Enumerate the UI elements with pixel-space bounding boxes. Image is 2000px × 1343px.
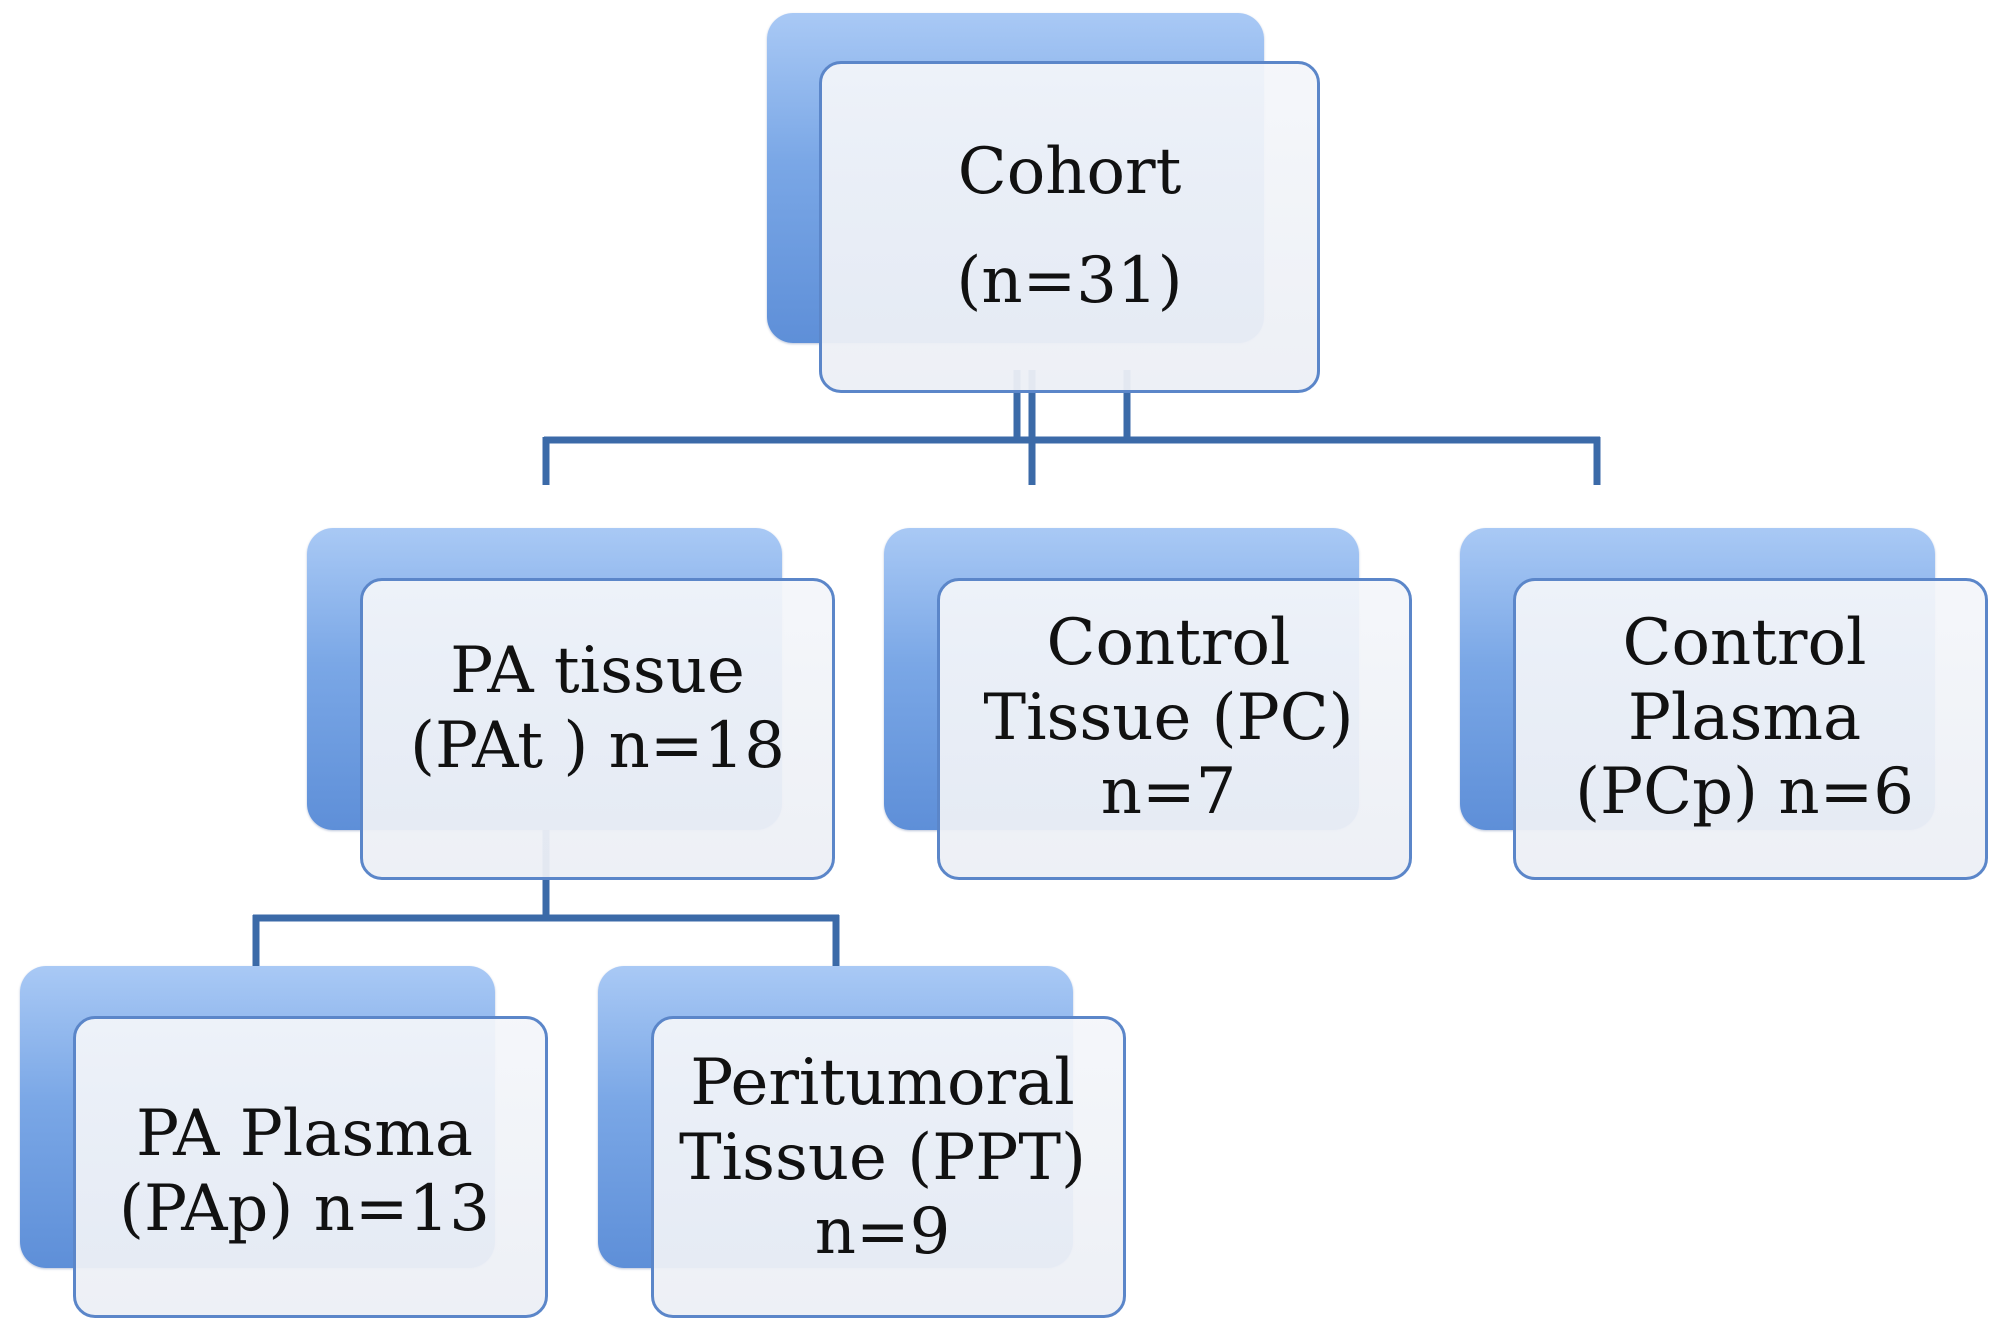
node-control-plasma: Control Plasma (PCp) n=6	[1460, 528, 1988, 880]
control-tissue-line2: Tissue (PC)	[983, 680, 1354, 755]
pa-plasma-line1: PA Plasma	[135, 1097, 474, 1172]
pa-tissue-line2: (PAt ) n=18	[410, 709, 785, 783]
node-pa-tissue-box: PA tissue (PAt ) n=18	[360, 578, 835, 880]
node-cohort-box: Cohort (n=31)	[819, 61, 1320, 393]
control-tissue-line3: n=7	[1100, 755, 1237, 830]
pa-tissue-line1: PA tissue	[450, 634, 745, 709]
node-pa-tissue: PA tissue (PAt ) n=18	[307, 528, 835, 880]
node-pa-plasma-box: PA Plasma (PAp) n=13	[73, 1016, 548, 1318]
peritumoral-line3: n=9	[814, 1195, 951, 1270]
cohort-label: Cohort	[957, 135, 1182, 210]
node-peritumoral-tissue: Peritumoral Tissue (PPT) n=9	[598, 966, 1126, 1318]
node-control-tissue-box: Control Tissue (PC) n=7	[937, 578, 1412, 880]
control-plasma-line3: (PCp) n=6	[1575, 755, 1914, 830]
pa-plasma-line2: (PAp) n=13	[119, 1172, 490, 1246]
node-cohort: Cohort (n=31)	[767, 13, 1320, 393]
control-plasma-line1: Control	[1622, 605, 1867, 680]
peritumoral-line2: Tissue (PPT)	[678, 1120, 1087, 1195]
node-pa-plasma: PA Plasma (PAp) n=13	[20, 966, 548, 1318]
control-tissue-line1: Control	[1046, 605, 1291, 680]
node-peritumoral-tissue-box: Peritumoral Tissue (PPT) n=9	[651, 1016, 1126, 1318]
node-control-tissue: Control Tissue (PC) n=7	[884, 528, 1412, 880]
cohort-count: (n=31)	[956, 244, 1183, 318]
peritumoral-line1: Peritumoral	[690, 1045, 1075, 1120]
node-control-plasma-box: Control Plasma (PCp) n=6	[1513, 578, 1988, 880]
control-plasma-line2: Plasma	[1627, 680, 1862, 755]
